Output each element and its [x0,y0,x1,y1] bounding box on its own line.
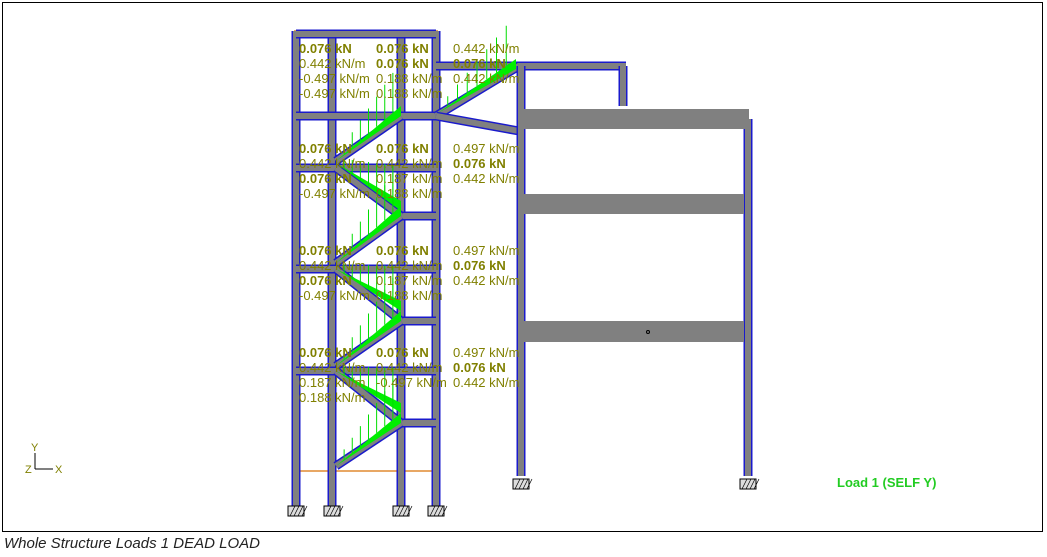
load-value-label: 0.497 kN/m [453,243,519,258]
load-value-label: 0.076 kN [299,345,352,360]
load-arrows [336,25,516,466]
hatch [402,505,409,517]
load-value-label: 0.076 kN [299,243,352,258]
load-value-label: 0.076 kN [376,56,429,71]
axis-x-label: X [55,464,63,476]
fixed-support[interactable] [392,505,410,517]
slab[interactable] [523,109,749,129]
hatch [333,505,340,517]
load-value-label: 0.076 kN [376,41,429,56]
load-value-label: 0.076 kN [299,41,352,56]
load-value-label: 0.188 kN/m [376,86,442,101]
view-caption: Whole Structure Loads 1 DEAD LOAD [4,535,260,552]
load-value-label: -0.497 kN/m [299,186,370,201]
axis-z-label: Z [25,464,32,476]
hatch [514,478,521,490]
load-value-label: 0.442 kN/m [453,171,519,186]
hatch [394,505,401,517]
load-value-label: 0.442 kN/m [453,375,519,390]
hatch [301,505,308,517]
load-value-label: 0.442 kN/m [376,360,442,375]
load-value-label: 0.076 kN [376,243,429,258]
member-fill [334,266,403,324]
load-value-label: 0.076 kN [453,156,506,171]
member-fill [334,368,403,426]
hatch [749,478,756,490]
hatch [433,505,440,517]
load-value-label: 0.442 kN/m [453,71,519,86]
load-value-label: 0.188 kN/m [376,71,442,86]
fixed-support[interactable] [512,478,530,490]
slab[interactable] [523,321,744,342]
hatch [406,505,413,517]
load-value-label: 0.497 kN/m [453,345,519,360]
hatch [753,478,760,490]
load-value-label: 0.076 kN [299,141,352,156]
axis-y-label: Y [31,442,39,454]
load-value-label: 0.442 kN/m [299,56,365,71]
slab[interactable] [523,194,744,214]
hatch [441,505,448,517]
load-value-label: 0.442 kN/m [299,156,365,171]
load-value-label: 0.188 kN/m [376,288,442,303]
load-value-label: 0.076 kN [453,258,506,273]
load-value-label: 0.442 kN/m [299,360,365,375]
load-value-label: -0.497 kN/m [299,288,370,303]
hatch [289,505,296,517]
hatch [526,478,533,490]
member-fill [435,113,520,134]
load-value-label: 0.187 kN/m [376,273,442,288]
hatch [745,478,752,490]
fixed-support[interactable] [323,505,341,517]
hatch [337,505,344,517]
hatch [429,505,436,517]
load-value-label: 0.076 kN [376,345,429,360]
load-value-label: 0.442 kN/m [453,41,519,56]
load-value-label: 0.076 kN [376,141,429,156]
load-value-label: 0.188 kN/m [376,186,442,201]
hatch [398,505,405,517]
load-value-label: 0.442 kN/m [299,258,365,273]
hatch [741,478,748,490]
fixed-support[interactable] [427,505,445,517]
fixed-support[interactable] [287,505,305,517]
node-marker [646,330,650,334]
load-value-label: 0.188 kN/m [299,390,365,405]
hatch [329,505,336,517]
axis-triad: Y Z X [25,442,63,476]
load-value-label: 0.442 kN/m [376,258,442,273]
load-value-label: 0.076 kN [453,56,506,71]
hatch [437,505,444,517]
hatch [293,505,300,517]
load-value-label: 0.076 kN [299,273,352,288]
member-fill [334,165,403,219]
hatch [325,505,332,517]
hatch [297,505,304,517]
load-value-label: 0.442 kN/m [376,156,442,171]
load-value-label: 0.187 kN/m [376,171,442,186]
load-value-label: 0.497 kN/m [453,141,519,156]
hatch [518,478,525,490]
supports [287,478,760,517]
load-value-label: 0.442 kN/m [453,273,519,288]
load-case-label: Load 1 (SELF Y) [837,475,936,490]
load-value-label: 0.076 kN [453,360,506,375]
load-value-label: 0.076 kN [299,171,352,186]
fixed-support[interactable] [739,478,757,490]
load-value-label: 0.187 kN/m [299,375,365,390]
load-value-label: -0.497 kN/m [299,86,370,101]
hatch [522,478,529,490]
load-value-label: -0.497 kN/m [376,375,447,390]
load-value-label: -0.497 kN/m [299,71,370,86]
